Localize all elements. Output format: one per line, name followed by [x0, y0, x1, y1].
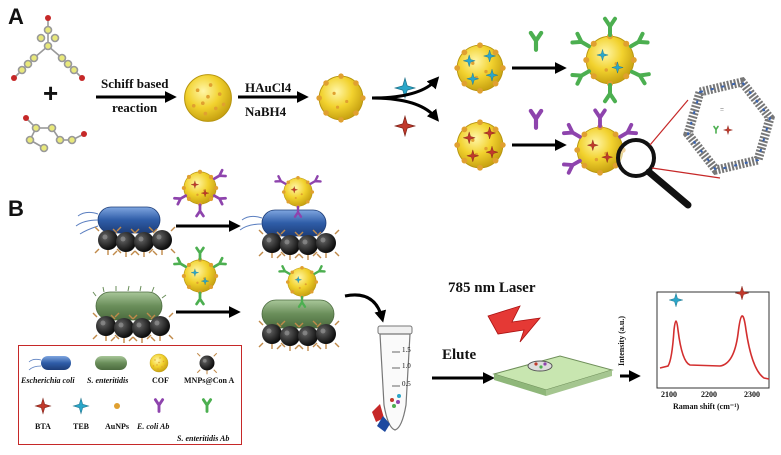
ecoli-probe-b — [173, 168, 227, 218]
monomer-dialdehyde-molecule — [23, 115, 87, 153]
raman-ylabel: Intensity (a.u.) — [617, 315, 626, 366]
monomer-tfb-molecule — [11, 15, 85, 81]
plus-sign: + — [43, 78, 59, 108]
raman-xlabel: Raman shift (cm⁻¹) — [673, 402, 740, 411]
legend-label-ecoli-ab: E. coli Ab — [137, 422, 170, 431]
raman-xtick-2: 2200 — [701, 390, 717, 399]
tube-tick-3: 0.5 — [402, 380, 411, 388]
legend-ecoli-ab-icon — [153, 398, 165, 413]
legend-salm-ab-icon — [201, 398, 213, 413]
salmonella-probe — [570, 16, 651, 104]
magnifier-icon — [616, 99, 721, 209]
ecoli-sandwich-complex — [239, 175, 340, 261]
legend-aunp-icon — [114, 403, 120, 409]
legend-salmonella-icon — [95, 356, 127, 370]
legend-icons — [28, 352, 218, 414]
step2-text-line1: HAuCl4 — [245, 80, 292, 95]
eppendorf-tube — [372, 325, 413, 432]
bta-au-cof — [453, 118, 507, 172]
au-cof-nanoparticle — [315, 72, 367, 124]
legend-cof-icon — [149, 353, 169, 373]
step2-text-line2: NaBH4 — [245, 104, 287, 119]
legend-label-bta: BTA — [35, 422, 51, 431]
raman-spectrum-line — [659, 315, 770, 380]
arrow-split-down — [371, 96, 440, 122]
cof-nanoparticle — [183, 73, 233, 123]
panel-a-label: A — [8, 4, 24, 29]
legend-label-salmonella: S. enteritidis — [87, 376, 129, 385]
laser-bolt-icon — [487, 305, 541, 343]
bta-tag-star — [394, 115, 416, 137]
legend-label-salm-ab: S. enteritidis Ab — [177, 434, 230, 443]
elute-label: Elute — [442, 347, 477, 363]
tube-tick-1: 1.5 — [402, 346, 411, 354]
legend-mnp-icon — [196, 352, 218, 375]
ecoli-capture-left — [75, 206, 176, 258]
salmonella-capture-left — [92, 285, 174, 344]
salmonella-probe-b — [173, 246, 227, 306]
teb-au-cof — [453, 41, 507, 95]
legend-box: Escherichia coli S. enteritidis COF MNPs… — [18, 345, 242, 445]
svg-text:=: = — [720, 106, 724, 114]
ecoli-antibody-icon — [531, 111, 541, 128]
panel-b-label: B — [8, 196, 24, 221]
legend-label-cof: COF — [152, 376, 169, 385]
step1-text-line2: reaction — [112, 100, 158, 115]
legend-label-mnp: MNPs@Con A — [184, 376, 235, 385]
sers-substrate — [492, 355, 614, 396]
arrow-to-tube — [344, 293, 387, 323]
laser-label: 785 nm Laser — [448, 280, 536, 296]
salmonella-sandwich-complex — [258, 265, 340, 352]
legend-label-aunps: AuNPs — [105, 422, 130, 431]
legend-teb-icon — [73, 398, 89, 414]
legend-bta-icon — [35, 398, 51, 414]
cof-framework-structure: = — [683, 76, 775, 176]
salmonella-antibody-icon — [531, 33, 541, 50]
tube-tick-2: 1.0 — [402, 362, 411, 370]
legend-label-teb: TEB — [73, 422, 90, 431]
raman-spectrum-plot — [656, 286, 770, 389]
step1-text-line1: Schiff based — [101, 76, 169, 91]
legend-label-ecoli: Escherichia coli — [21, 376, 75, 385]
raman-xtick-1: 2100 — [661, 390, 677, 399]
raman-xtick-3: 2300 — [744, 390, 760, 399]
legend-ecoli-icon — [28, 356, 71, 371]
